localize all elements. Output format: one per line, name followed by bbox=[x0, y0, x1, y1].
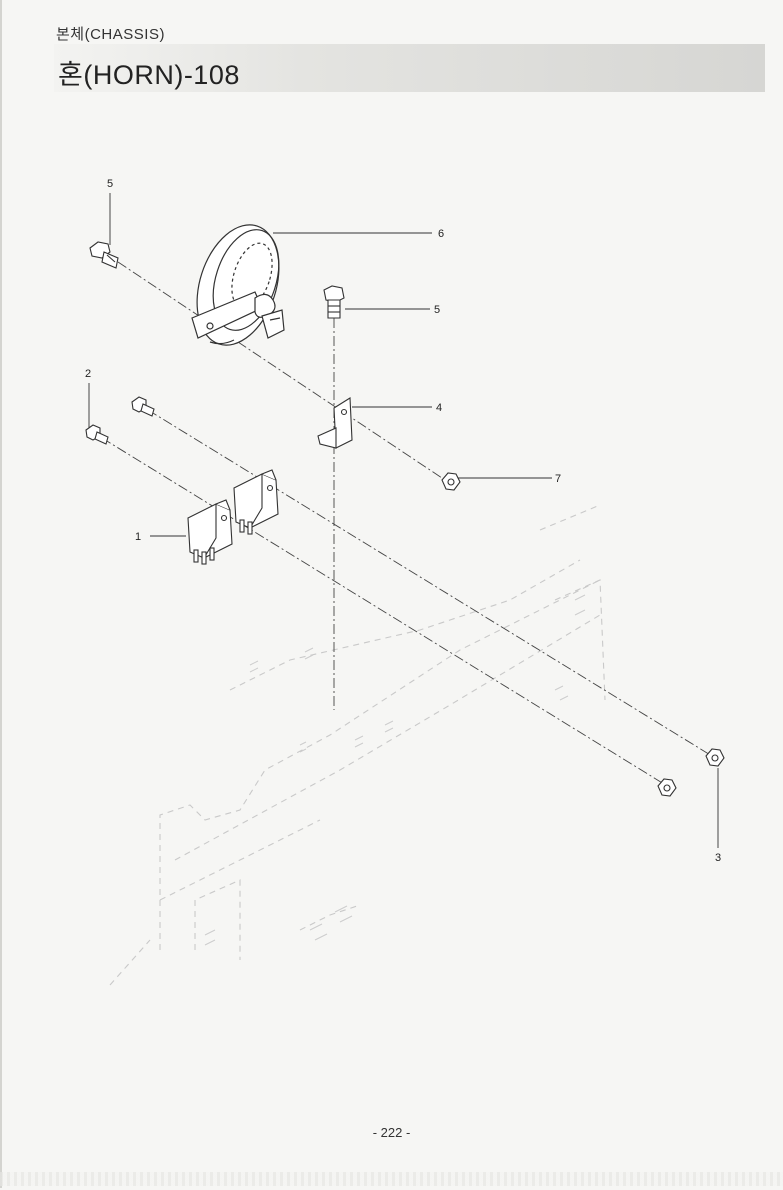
callout-5-left: 5 bbox=[107, 178, 113, 190]
chassis-detail-ticks bbox=[204, 594, 586, 946]
bolt-2-lower bbox=[85, 424, 109, 445]
page-title: 혼(HORN)-108 bbox=[58, 60, 240, 90]
relay-1-front bbox=[187, 499, 233, 565]
callout-3: 3 bbox=[715, 852, 721, 864]
callout-6: 6 bbox=[438, 228, 444, 240]
nut-3-upper bbox=[705, 748, 725, 767]
horn-6 bbox=[191, 224, 285, 346]
callout-7: 7 bbox=[555, 473, 561, 485]
callout-1: 1 bbox=[135, 531, 141, 543]
bracket-4 bbox=[317, 397, 353, 449]
callout-5-right: 5 bbox=[434, 304, 440, 316]
nut-7 bbox=[441, 472, 461, 491]
nut-3-lower bbox=[657, 778, 677, 797]
section-label: 본체(CHASSIS) bbox=[56, 26, 165, 43]
chassis-frame-outline bbox=[109, 504, 606, 986]
assembly-lines bbox=[101, 261, 713, 785]
title-bar: 혼(HORN)-108 bbox=[54, 44, 765, 92]
bolt-5-right bbox=[323, 285, 345, 319]
relay-1-rear bbox=[233, 469, 279, 535]
page-number: - 222 - bbox=[372, 1125, 411, 1140]
bolt-5-left bbox=[89, 241, 119, 269]
bolt-2-upper bbox=[131, 396, 155, 417]
leader-lines bbox=[88, 193, 719, 848]
callout-4: 4 bbox=[436, 402, 442, 414]
footer-strip bbox=[0, 1172, 783, 1186]
callout-2: 2 bbox=[85, 368, 91, 380]
